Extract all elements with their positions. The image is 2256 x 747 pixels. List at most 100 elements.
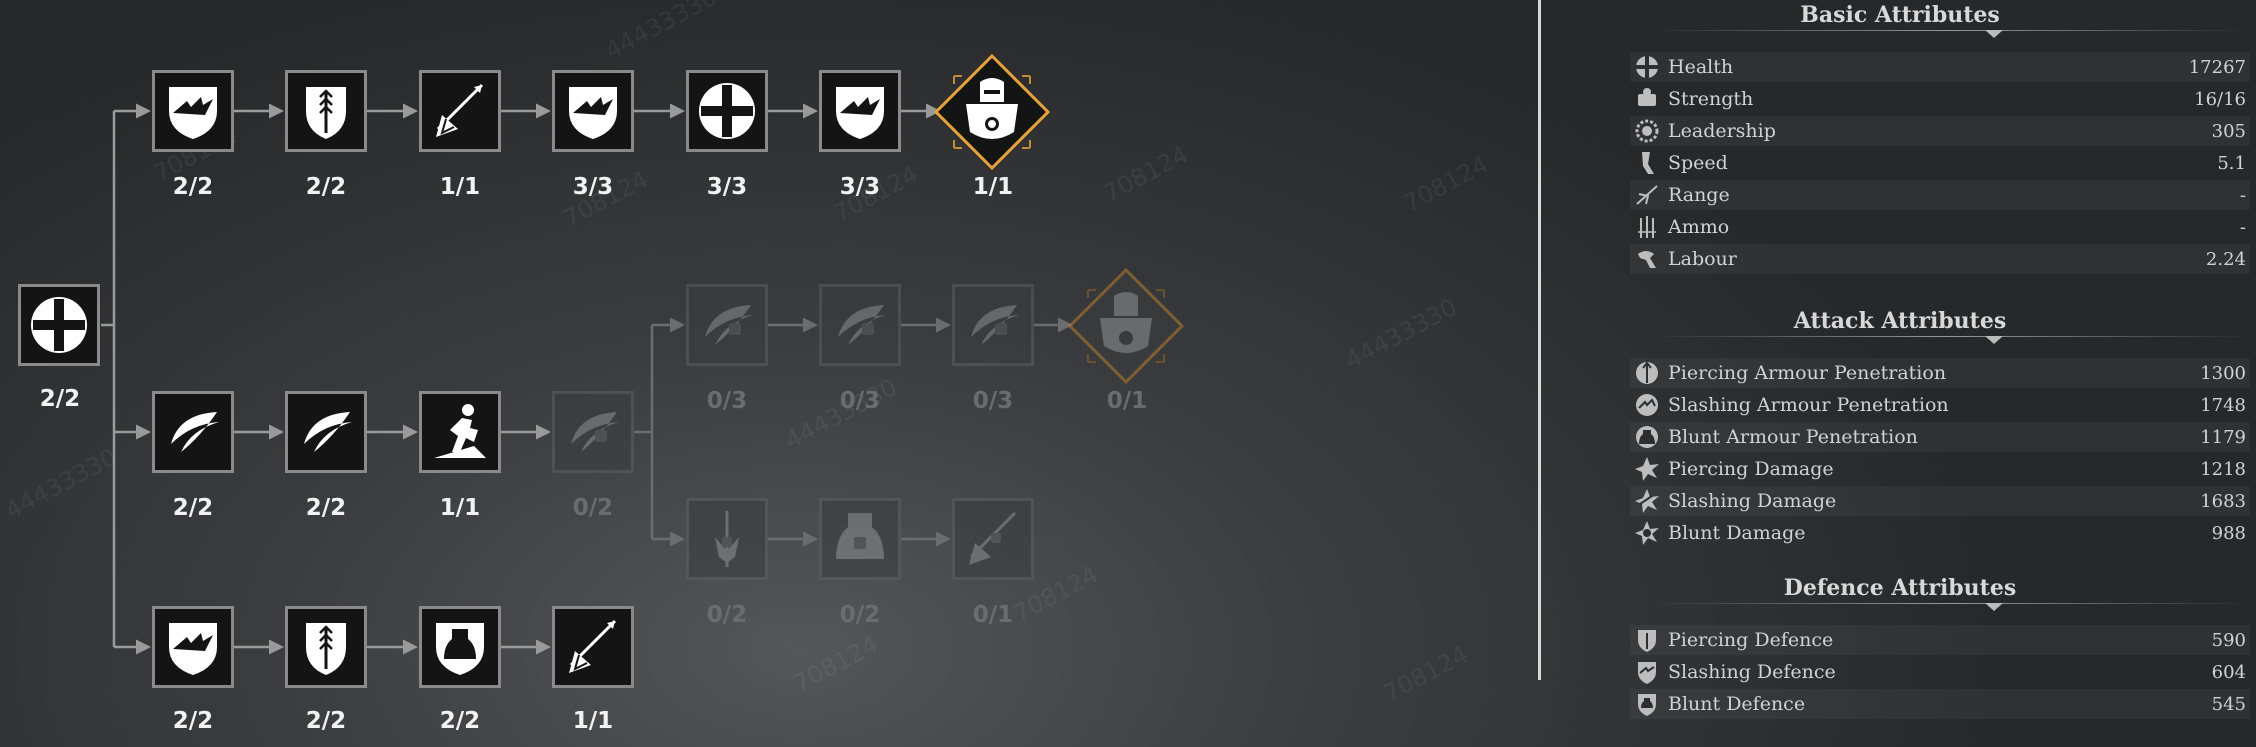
skill-node-mid-capstone[interactable]: [1066, 266, 1186, 386]
skill-node-mid-lower-3[interactable]: [952, 498, 1034, 580]
skill-node-mid-4[interactable]: [552, 391, 634, 473]
slash-shield-icon: [569, 87, 617, 139]
skill-node-mid-lower-1[interactable]: [686, 498, 768, 580]
skill-node-top-2[interactable]: [285, 70, 367, 152]
skill-count: 0/3: [839, 388, 881, 414]
blunt-def-icon: [1630, 689, 1664, 719]
slashing-def-icon: [1630, 657, 1664, 687]
crescent-slash-icon: [304, 412, 352, 452]
attribute-row-piercing-dmg: Piercing Damage 1218: [1630, 454, 2250, 484]
skill-node-mid-upper-1[interactable]: [686, 284, 768, 366]
skill-node-top-3[interactable]: [419, 70, 501, 152]
attribute-value: 1218: [2200, 458, 2246, 480]
leadership-icon: [1630, 116, 1664, 146]
skill-count: 0/1: [972, 602, 1014, 628]
section-divider: [1650, 336, 2250, 337]
locked-pierce-icon: [715, 511, 739, 567]
skill-node-mid-1[interactable]: [152, 391, 234, 473]
attribute-value: 545: [2211, 693, 2246, 715]
skill-count: 2/2: [305, 495, 347, 521]
attribute-value: 16/16: [2194, 88, 2246, 110]
panel-divider: [1538, 0, 1541, 680]
slashing-dmg-icon: [1630, 486, 1664, 516]
skill-count: 0/2: [706, 602, 748, 628]
piercing-dmg-icon: [1630, 454, 1664, 484]
skill-node-top-6[interactable]: [819, 70, 901, 152]
piercing-pen-icon: [1630, 358, 1664, 388]
speed-icon: [1630, 148, 1664, 178]
attribute-row-labour: Labour 2.24: [1630, 244, 2250, 274]
skill-node-mid-3[interactable]: [419, 391, 501, 473]
skill-count: 0/2: [572, 495, 614, 521]
blunt-dmg-icon: [1630, 518, 1664, 548]
attack-attributes-title: Attack Attributes: [1793, 308, 2007, 334]
skill-count: 1/1: [972, 174, 1014, 200]
skill-node-mid-upper-3[interactable]: [952, 284, 1034, 366]
defence-attributes-title: Defence Attributes: [1783, 575, 2017, 601]
attribute-row-strength: Strength 16/16: [1630, 84, 2250, 114]
attribute-row-leadership: Leadership 305: [1630, 116, 2250, 146]
skill-node-mid-lower-2[interactable]: [819, 498, 901, 580]
skill-node-bottom-2[interactable]: [285, 606, 367, 688]
skill-node-bottom-1[interactable]: [152, 606, 234, 688]
slashing-pen-icon: [1630, 390, 1664, 420]
skill-node-top-1[interactable]: [152, 70, 234, 152]
skill-count: 2/2: [439, 708, 481, 734]
attribute-row-slashing-dmg: Slashing Damage 1683: [1630, 486, 2250, 516]
attribute-row-piercing-def: Piercing Defence 590: [1630, 625, 2250, 655]
attribute-label: Strength: [1668, 88, 1754, 110]
armored-knight-icon: [1067, 267, 1185, 385]
attribute-row-blunt-dmg: Blunt Damage 988: [1630, 518, 2250, 548]
locked-spear-icon: [969, 511, 1017, 565]
skill-node-top-capstone[interactable]: [932, 52, 1052, 172]
attribute-value: 1179: [2200, 426, 2246, 448]
locked-crescent-icon: [838, 305, 886, 345]
skill-node-root[interactable]: [18, 284, 100, 366]
attribute-value: 305: [2211, 120, 2246, 142]
skill-count: 2/2: [172, 495, 214, 521]
attribute-row-blunt-def: Blunt Defence 545: [1630, 689, 2250, 719]
ammo-icon: [1630, 212, 1664, 242]
pierce-shield-icon: [306, 623, 346, 675]
attribute-row-range: Range -: [1630, 180, 2250, 210]
cross-icon: [699, 83, 755, 139]
health-icon: [1630, 52, 1664, 82]
range-icon: [1630, 180, 1664, 210]
crescent-slash-icon: [171, 412, 219, 452]
tree-connectors: [101, 103, 1073, 655]
section-divider: [1650, 603, 2250, 604]
slash-shield-icon: [169, 87, 217, 139]
attribute-label: Piercing Defence: [1668, 629, 1834, 651]
skill-count: 0/3: [972, 388, 1014, 414]
skill-node-top-4[interactable]: [552, 70, 634, 152]
spear-icon: [569, 619, 617, 673]
skill-node-mid-upper-2[interactable]: [819, 284, 901, 366]
skill-node-top-5[interactable]: [686, 70, 768, 152]
attribute-value: 1683: [2200, 490, 2246, 512]
attribute-label: Leadership: [1668, 120, 1776, 142]
attribute-row-ammo: Ammo -: [1630, 212, 2250, 242]
attribute-label: Piercing Damage: [1668, 458, 1834, 480]
skill-count: 1/1: [439, 174, 481, 200]
skill-node-bottom-4[interactable]: [552, 606, 634, 688]
spear-icon: [436, 83, 484, 137]
pierce-shield-icon: [306, 87, 346, 139]
slash-shield-icon: [836, 87, 884, 139]
chevron-down-icon: [1985, 603, 2003, 611]
labour-icon: [1630, 244, 1664, 274]
section-divider: [1650, 30, 2250, 31]
attribute-label: Range: [1668, 184, 1730, 206]
skill-node-bottom-3[interactable]: [419, 606, 501, 688]
skill-count: 3/3: [839, 174, 881, 200]
chevron-down-icon: [1985, 336, 2003, 344]
skill-node-mid-2[interactable]: [285, 391, 367, 473]
attribute-row-slashing-def: Slashing Defence 604: [1630, 657, 2250, 687]
skill-count: 2/2: [172, 174, 214, 200]
locked-crescent-icon: [705, 305, 753, 345]
skill-count: 1/1: [439, 495, 481, 521]
skill-count: 0/1: [1106, 388, 1148, 414]
chevron-down-icon: [1985, 30, 2003, 38]
attribute-value: 2.24: [2205, 248, 2246, 270]
skill-count: 1/1: [572, 708, 614, 734]
attribute-label: Blunt Defence: [1668, 693, 1806, 715]
